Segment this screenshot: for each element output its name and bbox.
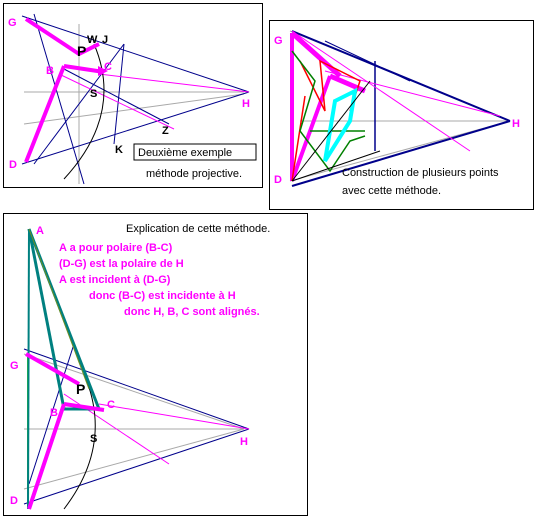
explanation-title: Explication de cette méthode.: [126, 223, 270, 235]
point-d-label: D: [9, 159, 17, 171]
point-p-label: P: [76, 381, 85, 397]
caption-line-1: Construction de plusieurs points: [342, 167, 499, 179]
point-g-label: G: [8, 17, 17, 29]
explanation-line-1: A a pour polaire (B-C): [59, 242, 173, 254]
point-w-label: W: [87, 34, 98, 46]
point-a-label: A: [36, 225, 44, 237]
caption-line-2: avec cette méthode.: [342, 185, 441, 197]
point-g-label: G: [10, 360, 19, 372]
point-s-label: S: [90, 88, 97, 100]
point-b-label: B: [46, 65, 54, 77]
explanation-line-2: (D-G) est la polaire de H: [59, 258, 184, 270]
point-h-label: H: [242, 98, 250, 110]
point-j-label: J: [102, 34, 108, 46]
explanation-line-5: donc H, B, C sont alignés.: [124, 306, 260, 318]
point-h-label: H: [512, 118, 520, 130]
point-d-label: D: [10, 495, 18, 507]
diagram-multiple-points: G H D Construction de plusieurs points a…: [274, 30, 520, 197]
diagram-projective: G W J P B C S H Z K D Deuxième exemple m…: [8, 13, 257, 185]
point-s-label: S: [90, 433, 97, 445]
point-h-label: H: [240, 436, 248, 448]
caption-text: méthode projective.: [146, 168, 242, 180]
point-z-label: Z: [162, 125, 169, 137]
point-d-label: D: [274, 174, 282, 186]
point-c-label: C: [107, 399, 115, 411]
point-p-label: P: [77, 43, 86, 59]
point-c-label: C: [104, 61, 112, 73]
panel-deuxieme-exemple: G W J P B C S H Z K D Deuxième exemple m…: [3, 3, 263, 188]
diagram-explanation: A G P B C S H D Explication de cette mét…: [10, 223, 270, 510]
point-g-label: G: [274, 35, 283, 47]
caption-box-text: Deuxième exemple: [138, 147, 232, 159]
point-b-label: B: [50, 407, 58, 419]
explanation-line-3: A est incident à (D-G): [59, 274, 171, 286]
panel-plusieurs-points: G H D Construction de plusieurs points a…: [269, 20, 534, 210]
point-k-label: K: [115, 144, 123, 156]
explanation-line-4: donc (B-C) est incidente à H: [89, 290, 236, 302]
panel-explication: A G P B C S H D Explication de cette mét…: [3, 213, 308, 516]
